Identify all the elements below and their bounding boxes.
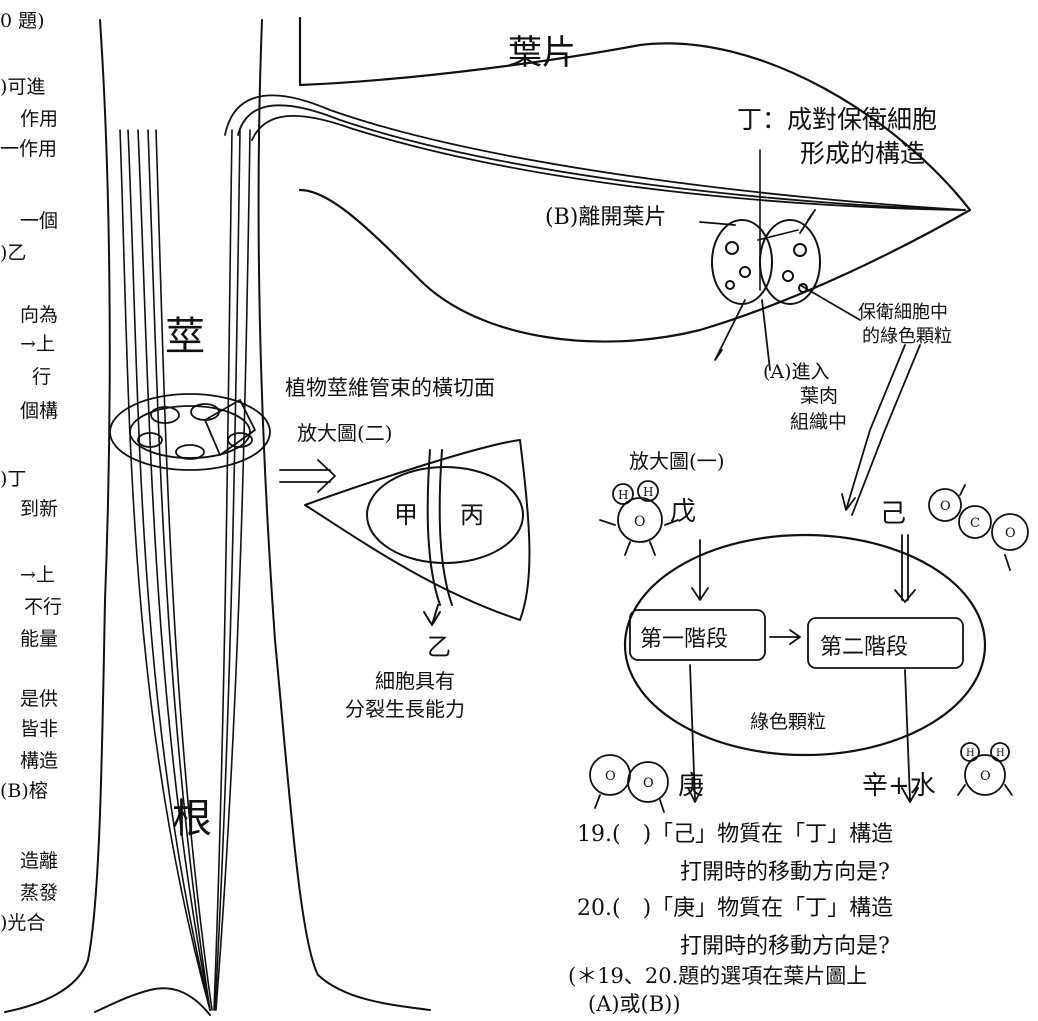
q20-line1: 20.( )「庚」物質在「丁」構造 xyxy=(577,896,894,921)
process-arrows xyxy=(687,534,919,803)
left-fragment: 個構 xyxy=(20,400,59,422)
ji-label: 己 xyxy=(880,499,906,529)
left-fragment: 作用 xyxy=(20,108,59,130)
yi-label: 乙 xyxy=(427,633,451,661)
molecule-ji-co2 xyxy=(928,484,1029,571)
q19-line1: 19.( )「己」物質在「丁」構造 xyxy=(577,822,894,847)
left-fragment: )光合 xyxy=(0,912,46,934)
left-fragment: 向為 xyxy=(20,304,59,326)
stoma-arrows xyxy=(699,209,921,516)
ding-label: 丁：成對保衛細胞 xyxy=(737,105,937,134)
guard-chloro-label-2: 的綠色顆粒 xyxy=(862,326,952,347)
stage2-label: 第二階段 xyxy=(820,635,908,660)
stage1-label: 第一階段 xyxy=(640,627,728,652)
ji-atom-o-2: O xyxy=(1005,526,1016,541)
leaf-label: 葉片 xyxy=(508,33,576,73)
q19-line2: 打開時的移動方向是? xyxy=(680,860,890,885)
root-label: 根 xyxy=(172,796,212,842)
left-fragment: →上 xyxy=(20,564,55,586)
left-fragment: )乙 xyxy=(0,242,27,264)
molecule-wu-h2o xyxy=(599,480,679,556)
left-fragment: 能量 xyxy=(20,628,59,650)
left-fragment: 到新 xyxy=(20,498,59,520)
wu-atom-h-2: H xyxy=(643,485,653,499)
geng-atom-o-2: O xyxy=(643,776,654,791)
yi-desc-2: 分裂生長能力 xyxy=(345,697,465,721)
left-fragment: 造離 xyxy=(20,850,59,872)
stem-outline xyxy=(4,19,431,1016)
yi-desc: 細胞具有 xyxy=(375,669,455,693)
b-leave-label: (B)離開葉片 xyxy=(545,205,666,230)
q20-line2: 打開時的移動方向是? xyxy=(680,934,890,959)
ji-atom-o-1: O xyxy=(940,499,951,514)
left-fragment: 行 xyxy=(32,366,52,388)
left-fragment: )可進 xyxy=(0,76,46,98)
stem-label: 莖 xyxy=(165,314,205,360)
stage-boxes xyxy=(629,609,964,669)
cross-section-label: 植物莖維管束的橫切面 xyxy=(285,376,495,400)
bing-label: 丙 xyxy=(460,501,484,529)
geng-label: 庚 xyxy=(678,771,704,801)
molecule-xin-water xyxy=(957,742,1013,796)
vascular-strands xyxy=(119,129,251,1011)
left-fragment: (B)榕 xyxy=(0,780,48,802)
wu-atom-h-1: H xyxy=(618,488,628,502)
enlarge-arrow xyxy=(279,459,336,493)
left-fragment: 一作用 xyxy=(0,138,58,160)
enlarge1-label: 放大圖(一) xyxy=(629,449,725,473)
ding-label-line2: 形成的構造 xyxy=(800,139,925,168)
molecule-geng-o2 xyxy=(589,754,669,813)
ji-atom-c: C xyxy=(970,516,980,531)
left-fragment: 一個 xyxy=(20,210,59,232)
note-line2: (A)或(B)) xyxy=(588,992,681,1016)
xin-atom-o: O xyxy=(980,769,991,784)
xin-atom-h-2: H xyxy=(996,748,1005,759)
xin-atom-h-1: H xyxy=(966,748,975,759)
a-enter-label-3: 組織中 xyxy=(790,411,847,433)
jia-label: 甲 xyxy=(394,501,418,529)
left-fragment: 0 題) xyxy=(0,10,45,32)
a-enter-label-2: 葉肉 xyxy=(800,385,838,407)
left-fragment: 皆非 xyxy=(20,718,59,740)
leaf-vein-strands xyxy=(224,94,966,211)
xin-water-label: 辛+水 xyxy=(862,771,936,801)
left-fragment: 不行 xyxy=(24,596,63,618)
leaf-outline xyxy=(298,16,972,343)
left-fragment: )丁 xyxy=(0,468,27,490)
note-line1: (＊19、20.題的選項在葉片圖上 xyxy=(568,964,868,988)
wu-atom-o: O xyxy=(634,514,645,530)
chloroplast-oval xyxy=(623,533,987,757)
left-fragment: 構造 xyxy=(20,750,59,772)
geng-atom-o-1: O xyxy=(605,769,616,784)
wu-label: 戊 xyxy=(670,497,696,527)
left-fragment: 蒸發 xyxy=(20,882,59,904)
left-fragment: →上 xyxy=(20,333,55,355)
enlarge2-label: 放大圖(二) xyxy=(297,421,393,445)
stem-cross-section xyxy=(109,393,271,471)
vascular-bundle-enlarged xyxy=(304,439,531,626)
a-enter-label: (A)進入 xyxy=(763,361,830,383)
guard-chloro-label: 保衛細胞中 xyxy=(858,302,948,323)
left-fragment: 是供 xyxy=(20,688,59,710)
chloroplast-label: 綠色顆粒 xyxy=(750,711,826,733)
